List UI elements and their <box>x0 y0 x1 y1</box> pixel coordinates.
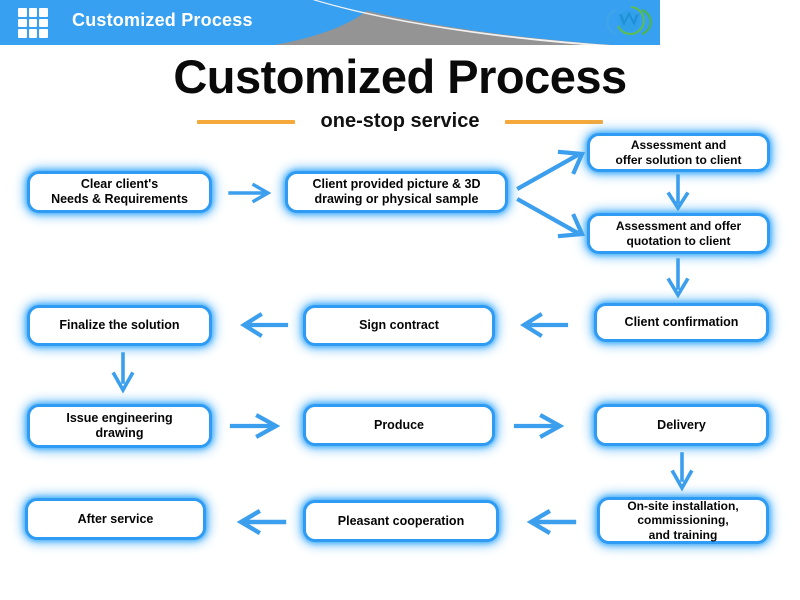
node-label: Sign contract <box>359 318 439 333</box>
grid-cell <box>18 29 27 38</box>
node-assessment-quotation[interactable]: Assessment and offer quotation to client <box>587 213 770 254</box>
node-label: Client provided picture & 3D drawing or … <box>312 177 481 206</box>
grid-cell <box>28 29 38 38</box>
arrow-down-delivery-to-onsite <box>667 452 697 496</box>
arrow-left-cooperation-to-after-service <box>226 508 288 536</box>
brand-logo-icon <box>605 4 653 44</box>
arrow-left-onsite-to-cooperation <box>516 508 578 536</box>
header-bar: Customized Process <box>0 0 660 45</box>
node-produce[interactable]: Produce <box>303 404 495 446</box>
grid-cell <box>28 8 38 17</box>
rule-left-decoration <box>196 119 295 124</box>
node-onsite-installation[interactable]: On-site installation, commissioning, and… <box>597 497 769 544</box>
node-label: Finalize the solution <box>59 318 180 333</box>
page-subtitle: one-stop service <box>320 110 480 132</box>
header-title: Customized Process <box>72 10 253 30</box>
node-label: Issue engineering drawing <box>66 411 173 440</box>
node-label: Clear client's Needs & Requirements <box>51 177 188 206</box>
grid-cell <box>28 18 38 28</box>
node-pleasant-cooperation[interactable]: Pleasant cooperation <box>303 500 499 542</box>
node-label: Delivery <box>657 417 706 432</box>
grid-cell <box>18 8 27 17</box>
grid-cell <box>18 18 27 28</box>
arrow-diagonal-up-to-solution <box>516 148 592 194</box>
arrow-right-clear-to-provided <box>228 182 280 204</box>
arrow-down-finalize-to-drawing <box>108 352 138 398</box>
node-clear-needs[interactable]: Clear client's Needs & Requirements <box>27 171 212 213</box>
node-sign-contract[interactable]: Sign contract <box>303 305 495 346</box>
node-client-provided[interactable]: Client provided picture & 3D drawing or … <box>285 171 508 213</box>
subtitle-row: one-stop service <box>0 110 800 133</box>
node-client-confirmation[interactable]: Client confirmation <box>594 303 769 342</box>
grid-menu-icon[interactable] <box>18 8 48 38</box>
arrow-left-confirmation-to-contract <box>510 312 570 338</box>
page-title: Customized Process <box>173 50 627 103</box>
arrow-left-contract-to-finalize <box>230 312 290 338</box>
node-label: Pleasant cooperation <box>337 513 465 528</box>
grid-cell <box>39 18 48 28</box>
arrow-down-solution-to-quotation <box>663 174 693 214</box>
arrow-diagonal-down-to-quotation <box>516 194 592 240</box>
node-finalize-solution[interactable]: Finalize the solution <box>27 305 212 346</box>
node-label: Client confirmation <box>624 315 739 330</box>
node-label: On-site installation, commissioning, and… <box>627 499 739 542</box>
node-label: Assessment and offer solution to client <box>615 138 742 167</box>
arrow-right-produce-to-delivery <box>513 412 572 440</box>
node-issue-drawing[interactable]: Issue engineering drawing <box>27 404 212 448</box>
arrow-right-drawing-to-produce <box>229 412 288 440</box>
node-label: Assessment and offer quotation to client <box>615 219 742 248</box>
node-label: Produce <box>373 417 424 432</box>
node-after-service[interactable]: After service <box>25 498 206 540</box>
grid-cell <box>39 29 48 38</box>
arrow-down-quotation-to-confirmation <box>663 258 693 302</box>
node-label: After service <box>77 511 154 526</box>
node-assessment-solution[interactable]: Assessment and offer solution to client <box>587 133 770 172</box>
rule-right-decoration <box>505 119 604 124</box>
grid-cell <box>39 8 48 17</box>
node-delivery[interactable]: Delivery <box>594 404 769 446</box>
